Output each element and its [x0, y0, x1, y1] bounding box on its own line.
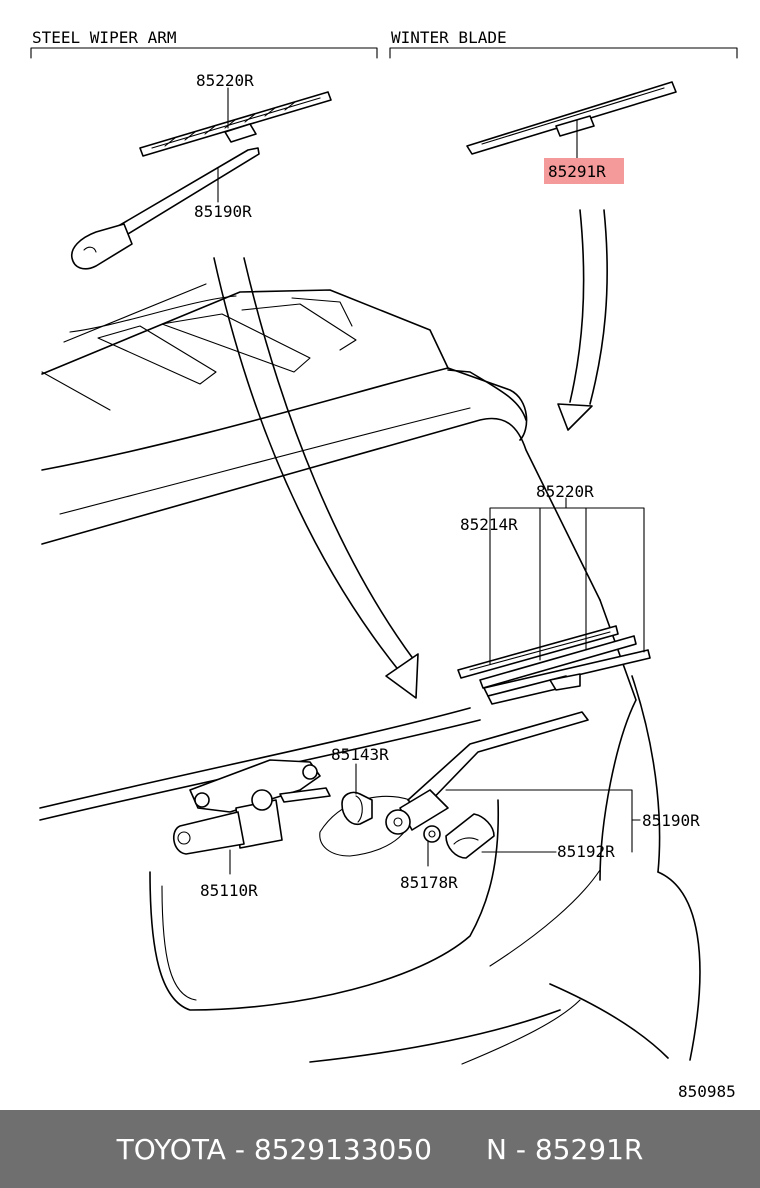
arrow-to-arm-install	[213, 257, 419, 699]
label-85190R-top: 85190R	[194, 202, 252, 221]
footer-part-number: TOYOTA - 8529133050	[116, 1132, 432, 1166]
diagram-number: 850985	[678, 1082, 736, 1101]
winter-blade-drawing	[466, 81, 677, 155]
blade-assembly-exploded-drawing	[457, 625, 651, 705]
exploded-view-drawing: STEEL WIPER ARM WINTER BLADE 85220R 8519…	[30, 28, 738, 1101]
steel-wiper-arm-drawing	[71, 147, 260, 270]
arrow-to-blade-install	[557, 209, 608, 431]
section-title-winter-blade: WINTER BLADE	[391, 28, 507, 47]
grommet-85143R-drawing	[341, 791, 373, 826]
label-85291R: 85291R	[548, 162, 606, 181]
wiper-arm-installed-drawing	[385, 711, 589, 835]
section-title-steel-wiper-arm: STEEL WIPER ARM	[32, 28, 177, 47]
wiper-arm-cap-drawing	[445, 813, 495, 859]
label-85178R: 85178R	[400, 873, 458, 892]
nut-85178R-drawing	[423, 825, 441, 843]
label-85190R-mid: 85190R	[642, 811, 700, 830]
vehicle-rear-body	[39, 283, 701, 1065]
label-85214R: 85214R	[460, 515, 518, 534]
label-85110R: 85110R	[200, 881, 258, 900]
label-85143R: 85143R	[331, 745, 389, 764]
steel-wiper-blade-drawing	[139, 91, 332, 157]
wiper-motor-85110R-drawing	[173, 759, 331, 855]
callout-85220R-mid	[489, 497, 645, 665]
callout-85190R-mid	[445, 789, 641, 853]
footer-bar: TOYOTA - 8529133050 N - 85291R	[0, 1110, 760, 1188]
section-bracket-right	[389, 47, 738, 59]
label-85220R-mid: 85220R	[536, 482, 594, 501]
section-bracket-left	[30, 47, 378, 59]
label-85220R-top: 85220R	[196, 71, 254, 90]
label-85192R: 85192R	[557, 842, 615, 861]
highlight-85291R	[544, 158, 624, 184]
footer-reference-number: N - 85291R	[485, 1132, 644, 1166]
